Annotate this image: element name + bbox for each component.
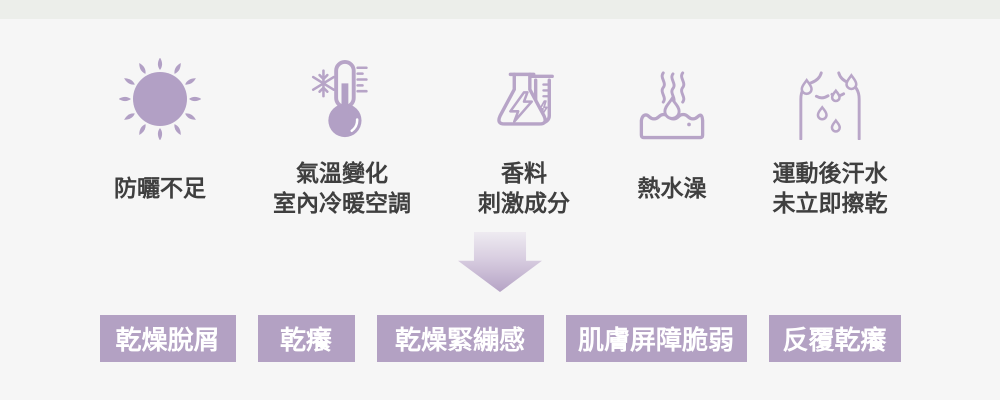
top-strip xyxy=(0,0,1000,19)
cause-label-line: 香料 xyxy=(501,160,547,186)
effect-badge-tightness: 乾燥緊繃感 xyxy=(376,315,544,362)
cause-item-hot-bath: 熱水澡 xyxy=(637,58,707,218)
effects-row: 乾燥脫屑 乾癢 乾燥緊繃感 肌膚屏障脆弱 反覆乾癢 xyxy=(0,315,1000,362)
cause-label-line: 運動後汗水 xyxy=(772,160,888,186)
causes-row: 防曬不足 xyxy=(0,19,1000,218)
effect-badge-dry-itch: 乾癢 xyxy=(257,315,355,362)
effect-badge-recurring-itch: 反覆乾癢 xyxy=(768,315,901,362)
cause-label: 防曬不足 xyxy=(114,158,206,218)
cause-label: 氣溫變化 室內冷暖空調 xyxy=(273,158,411,218)
thermometer-snowflake-icon xyxy=(310,58,374,140)
cause-label-line: 未立即擦乾 xyxy=(772,190,888,216)
cause-label: 香料 刺激成分 xyxy=(478,158,570,218)
cause-item-irritants: 香料 刺激成分 xyxy=(476,58,572,218)
down-arrow-icon xyxy=(458,232,542,292)
cause-item-temperature: 氣溫變化 室內冷暖空調 xyxy=(273,58,411,218)
hot-bath-icon xyxy=(637,58,707,140)
cause-label-line: 室內冷暖空調 xyxy=(273,190,411,216)
chemical-flask-icon xyxy=(491,58,557,140)
cause-label-line: 氣溫變化 xyxy=(296,160,388,186)
arrow-section xyxy=(0,232,1000,292)
effect-badge-weak-barrier: 肌膚屏障脆弱 xyxy=(565,315,747,362)
cause-label-line: 熱水澡 xyxy=(637,175,707,201)
cause-label: 運動後汗水 未立即擦乾 xyxy=(773,158,888,218)
sweat-body-icon xyxy=(792,58,868,140)
effect-badge-dry-flaking: 乾燥脫屑 xyxy=(99,315,236,362)
cause-item-sweat: 運動後汗水 未立即擦乾 xyxy=(772,58,888,218)
sun-icon xyxy=(119,58,201,140)
cause-label-line: 防曬不足 xyxy=(114,175,206,201)
cause-item-sun-protection: 防曬不足 xyxy=(112,58,208,218)
cause-label-line: 刺激成分 xyxy=(478,190,570,216)
cause-label: 熱水澡 xyxy=(638,158,707,218)
